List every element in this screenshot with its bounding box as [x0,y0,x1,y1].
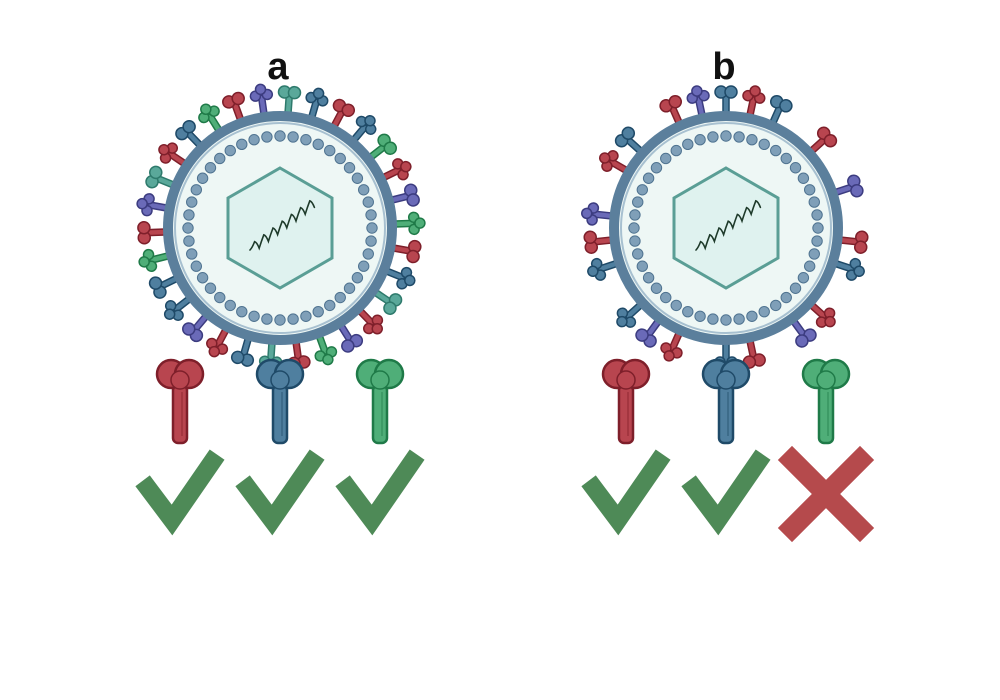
virus-particle-a [136,83,426,374]
spike-protein-red [742,85,766,122]
antibody-receptor-green [355,358,405,445]
spike-protein-red [660,327,685,362]
rna-genome [249,199,316,251]
antibody-receptor-blue [255,358,305,445]
spike-protein-blue [767,94,793,129]
spike-protein-purple [182,310,212,343]
check-icon [135,449,225,536]
virus-particle-b [581,85,869,374]
spike-protein-red [206,323,232,358]
panel-label-b: b [712,46,736,88]
spike-protein-red [659,94,685,129]
check-icon [235,449,325,536]
antibody-receptor-red [601,358,651,445]
antibody-receptor-red [155,358,205,445]
check-icon [681,449,771,536]
check-icon [335,449,425,536]
antibody-receptor-blue [701,358,751,445]
check-icon [581,449,671,536]
spike-protein-red [599,150,633,176]
rna-genome [695,199,762,251]
spike-protein-green [138,248,175,272]
lipid-beads [628,130,824,326]
panel-label-a: a [267,46,289,88]
spike-protein-green [364,133,397,163]
lipid-beads [182,130,378,326]
cross-icon [777,445,875,543]
antibody-receptor-green [801,358,851,445]
